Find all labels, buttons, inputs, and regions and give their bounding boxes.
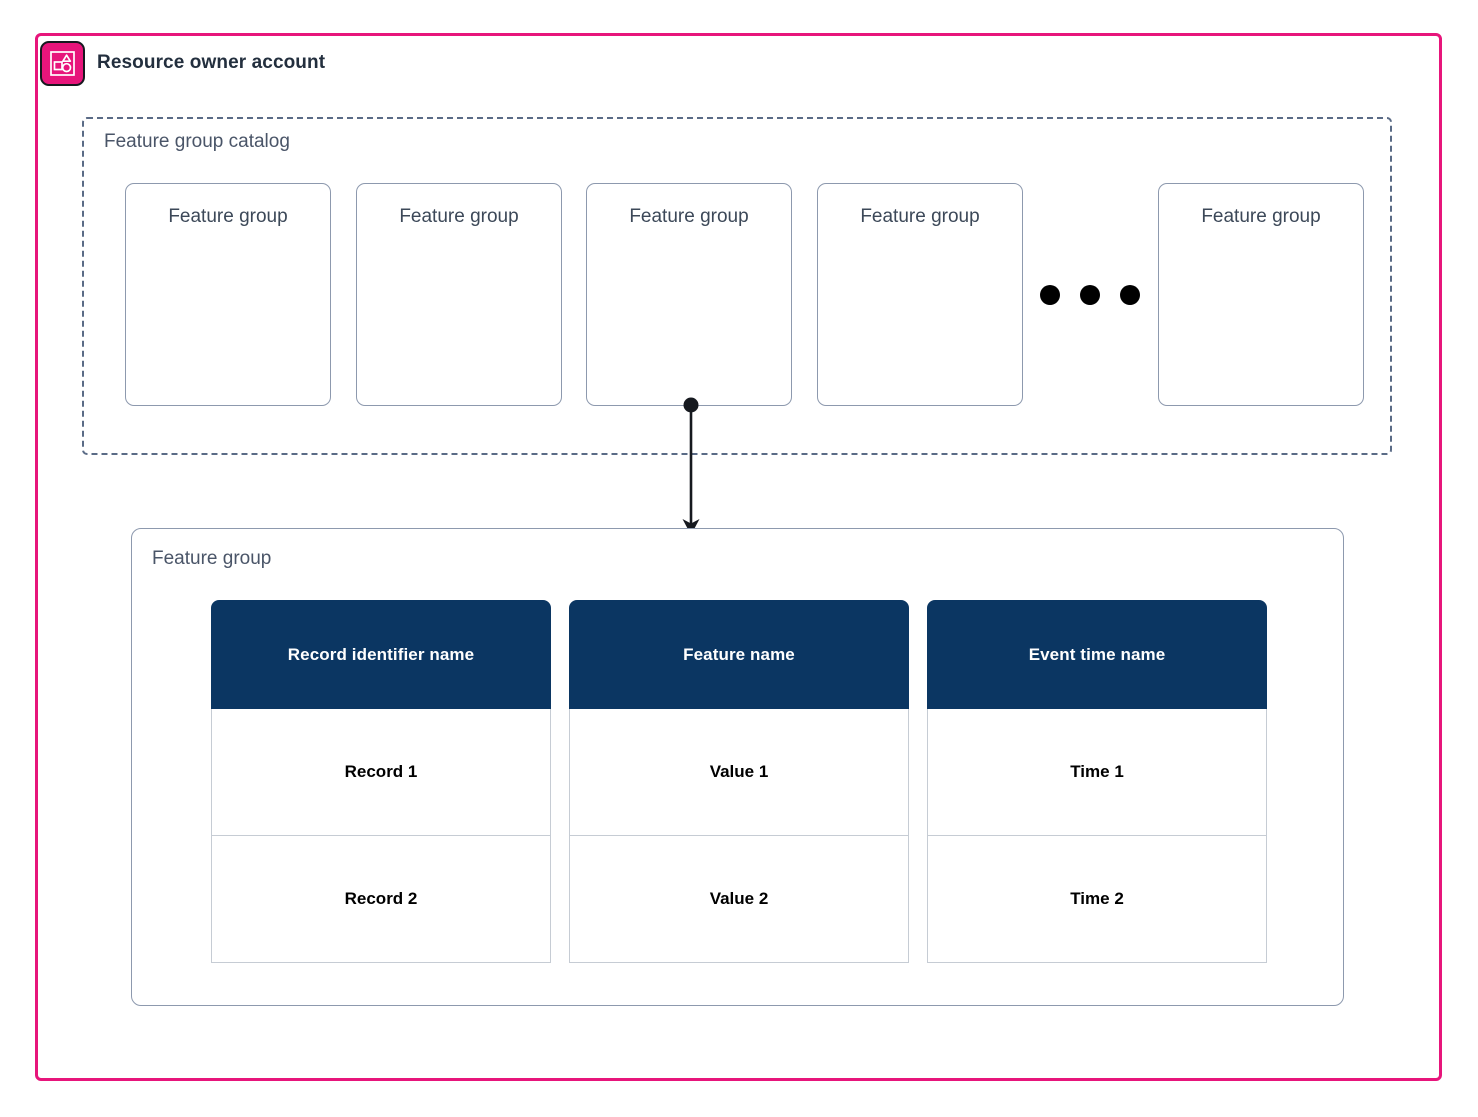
ellipsis-dot-icon (1120, 285, 1140, 305)
feature-group-table: Record identifier name Record 1 Record 2… (211, 600, 1267, 963)
table-cell: Time 1 (927, 709, 1267, 836)
ellipsis-indicator (1040, 284, 1140, 306)
ellipsis-dot-icon (1040, 285, 1060, 305)
table-header-cell: Record identifier name (211, 600, 551, 709)
resource-shapes-icon (40, 41, 85, 86)
table-cell: Time 2 (927, 836, 1267, 963)
table-header-cell: Feature name (569, 600, 909, 709)
feature-group-card-label: Feature group (399, 206, 519, 227)
feature-group-card[interactable]: Feature group (817, 183, 1023, 406)
table-cell: Value 2 (569, 836, 909, 963)
feature-group-catalog-title: Feature group catalog (104, 131, 290, 152)
feature-group-card-label: Feature group (860, 206, 980, 227)
resource-owner-account-boundary (35, 33, 1442, 1081)
table-column-event-time-name: Event time name Time 1 Time 2 (927, 600, 1267, 963)
feature-group-card-label: Feature group (168, 206, 288, 227)
feature-group-card[interactable]: Feature group (125, 183, 331, 406)
table-cell: Record 1 (211, 709, 551, 836)
feature-group-card[interactable]: Feature group (356, 183, 562, 406)
table-cell: Record 2 (211, 836, 551, 963)
table-column-feature-name: Feature name Value 1 Value 2 (569, 600, 909, 963)
table-column-record-identifier: Record identifier name Record 1 Record 2 (211, 600, 551, 963)
feature-group-card-label: Feature group (1201, 206, 1321, 227)
ellipsis-dot-icon (1080, 285, 1100, 305)
feature-group-panel-title: Feature group (152, 548, 272, 569)
feature-group-card[interactable]: Feature group (1158, 183, 1364, 406)
feature-group-card-label: Feature group (629, 206, 749, 227)
feature-group-card[interactable]: Feature group (586, 183, 792, 406)
table-cell: Value 1 (569, 709, 909, 836)
account-title: Resource owner account (97, 52, 326, 73)
feature-group-catalog-container (82, 117, 1392, 455)
table-header-cell: Event time name (927, 600, 1267, 709)
